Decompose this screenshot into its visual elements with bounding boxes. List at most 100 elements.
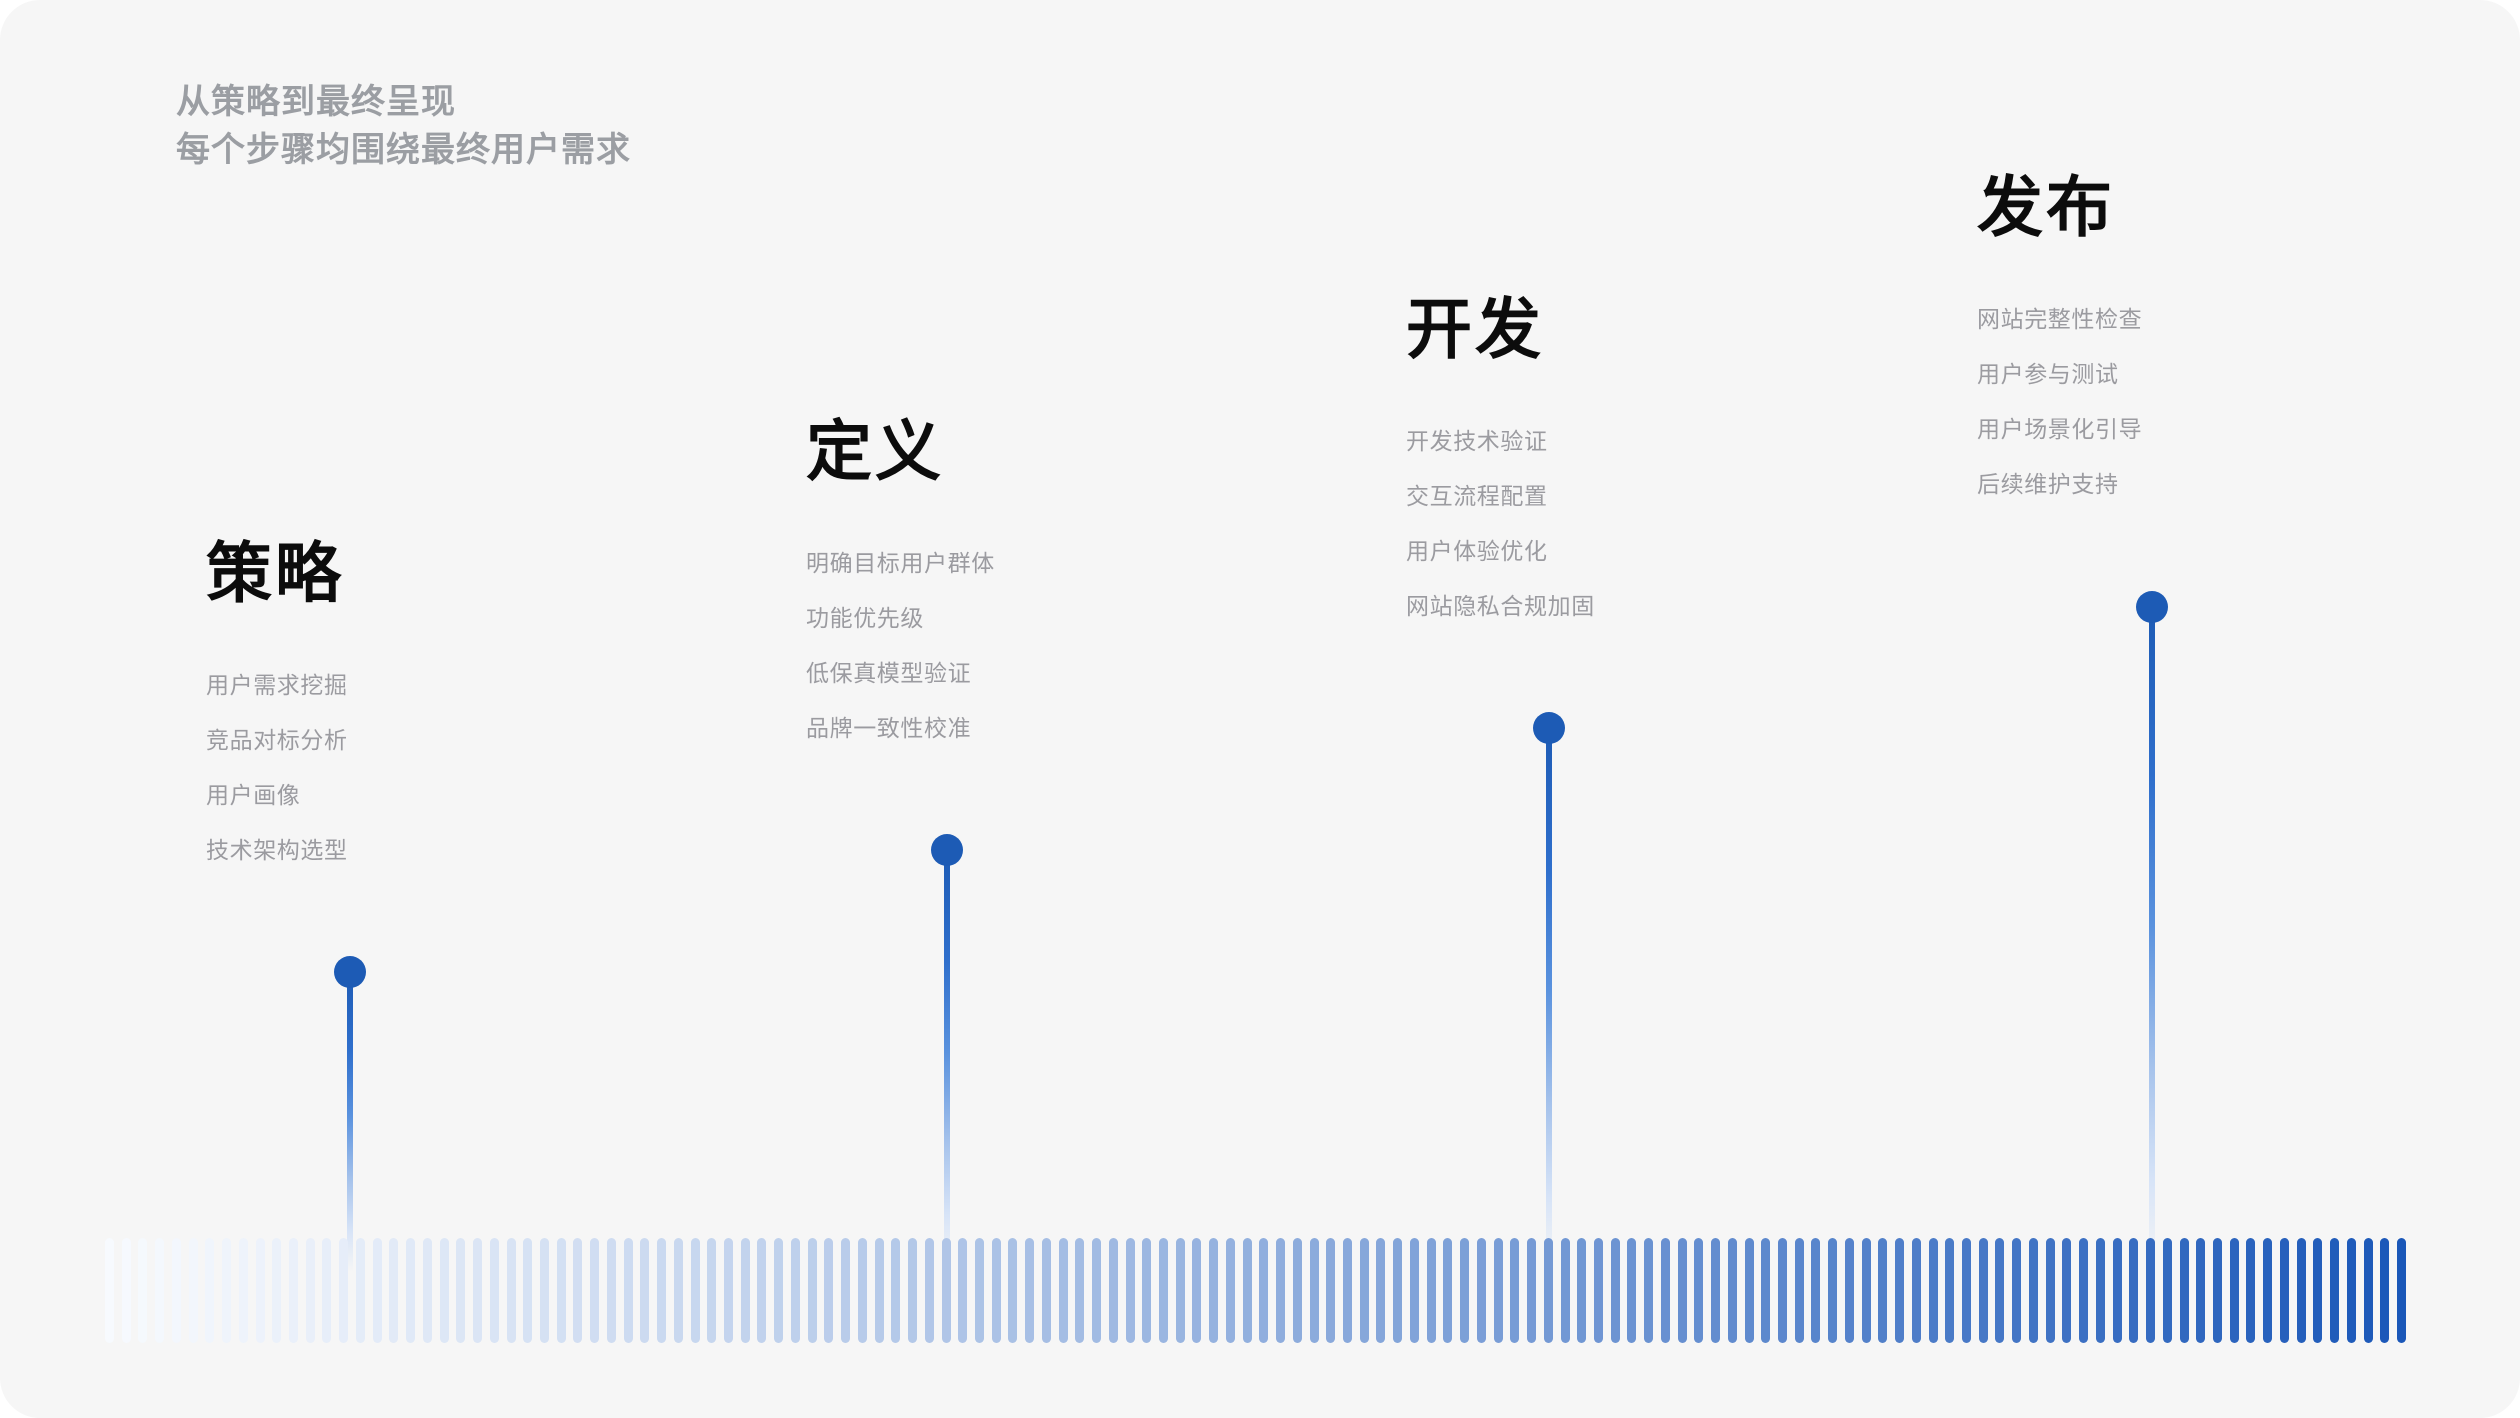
bar xyxy=(489,1238,499,1343)
bar xyxy=(1175,1238,1185,1343)
bar xyxy=(941,1238,951,1343)
bar xyxy=(1192,1238,1202,1343)
bar xyxy=(1811,1238,1821,1343)
list-item: 后续维护支持 xyxy=(1977,471,2119,497)
bar xyxy=(2263,1238,2273,1343)
marker-dot-icon xyxy=(1533,712,1565,744)
bar xyxy=(121,1238,131,1343)
bar xyxy=(322,1238,332,1343)
bar xyxy=(1242,1238,1252,1343)
bar xyxy=(222,1238,232,1343)
bar xyxy=(1409,1238,1419,1343)
stage-strategy[interactable]: 策略 用户需求挖掘 竞品对标分析 用户画像 技术架构选型 xyxy=(206,540,348,862)
bar xyxy=(1376,1238,1386,1343)
bar xyxy=(1627,1238,1637,1343)
bar xyxy=(1711,1238,1721,1343)
bar xyxy=(1493,1238,1503,1343)
bar xyxy=(1092,1238,1102,1343)
bar xyxy=(1058,1238,1068,1343)
bar xyxy=(1527,1238,1537,1343)
bar xyxy=(406,1238,416,1343)
bar xyxy=(1978,1238,1988,1343)
list-item: 网站完整性检查 xyxy=(1977,306,2143,332)
stage-develop[interactable]: 开发 开发技术验证 交互流程配置 用户体验优化 网站隐私合规加固 xyxy=(1406,296,1595,618)
bar xyxy=(824,1238,834,1343)
bar xyxy=(1393,1238,1403,1343)
list-item: 品牌一致性校准 xyxy=(806,715,972,741)
bar xyxy=(1744,1238,1754,1343)
list-item: 开发技术验证 xyxy=(1406,428,1548,454)
bar xyxy=(1075,1238,1085,1343)
bar xyxy=(1476,1238,1486,1343)
bar xyxy=(1158,1238,1168,1343)
bar xyxy=(2363,1238,2373,1343)
bar xyxy=(2313,1238,2323,1343)
marker-stem-icon xyxy=(347,972,353,1272)
bar xyxy=(422,1238,432,1343)
list-item: 用户画像 xyxy=(206,782,301,808)
bar xyxy=(1928,1238,1938,1343)
bar xyxy=(1644,1238,1654,1343)
list-item: 网站隐私合规加固 xyxy=(1406,593,1595,619)
bar xyxy=(255,1238,265,1343)
bar xyxy=(891,1238,901,1343)
bar xyxy=(1577,1238,1587,1343)
stage-title-develop: 开发 xyxy=(1406,292,1544,366)
bar xyxy=(1359,1238,1369,1343)
bar xyxy=(724,1238,733,1343)
bar xyxy=(707,1238,717,1343)
bar xyxy=(1895,1238,1905,1343)
bar xyxy=(657,1238,667,1343)
bar xyxy=(1844,1238,1854,1343)
bar xyxy=(774,1238,784,1343)
bar xyxy=(473,1238,483,1343)
bar xyxy=(1108,1238,1118,1343)
bar xyxy=(2179,1238,2189,1343)
bar xyxy=(1660,1238,1670,1343)
bar xyxy=(2162,1238,2172,1343)
bar xyxy=(857,1238,867,1343)
marker-stem-icon xyxy=(944,850,950,1272)
list-item: 用户体验优化 xyxy=(1406,538,1548,564)
bar xyxy=(539,1238,549,1343)
bar xyxy=(1995,1238,2005,1343)
heading-line-1: 从策略到最终呈现 xyxy=(176,83,456,121)
bar xyxy=(790,1238,800,1343)
bar xyxy=(1828,1238,1838,1343)
bar xyxy=(673,1238,683,1343)
bar xyxy=(1560,1238,1570,1343)
bar xyxy=(289,1238,299,1343)
bar xyxy=(1209,1238,1219,1343)
gradient-bar-strip xyxy=(105,1238,2415,1343)
stage-release[interactable]: 发布 网站完整性检查 用户参与测试 用户场景化引导 后续维护支持 xyxy=(1977,174,2142,496)
bar xyxy=(841,1238,851,1343)
bar xyxy=(924,1238,934,1343)
list-item: 用户场景化引导 xyxy=(1977,416,2143,442)
bar xyxy=(2212,1238,2222,1343)
bar xyxy=(2246,1238,2256,1343)
bar xyxy=(1694,1238,1704,1343)
list-item: 用户需求挖掘 xyxy=(206,672,348,698)
bar xyxy=(556,1238,566,1343)
bar xyxy=(1543,1238,1553,1343)
bar xyxy=(105,1238,114,1343)
list-item: 功能优先级 xyxy=(806,605,924,631)
bar xyxy=(1911,1238,1921,1343)
bar xyxy=(372,1238,382,1343)
stage-define[interactable]: 定义 明确目标用户群体 功能优先级 低保真模型验证 品牌一致性校准 xyxy=(806,418,995,740)
bar xyxy=(1259,1238,1269,1343)
bar xyxy=(305,1238,315,1343)
bar xyxy=(1677,1238,1687,1343)
bar xyxy=(1761,1238,1771,1343)
bar xyxy=(2330,1238,2340,1343)
bar xyxy=(573,1238,583,1343)
bar xyxy=(1861,1238,1871,1343)
stage-items-strategy: 用户需求挖掘 竞品对标分析 用户画像 技术架构选型 xyxy=(206,674,348,862)
bar xyxy=(2380,1238,2390,1343)
bar xyxy=(2146,1238,2156,1343)
bar xyxy=(389,1238,399,1343)
marker-stem-icon xyxy=(1546,728,1552,1272)
bar xyxy=(874,1238,884,1343)
bar xyxy=(740,1238,750,1343)
